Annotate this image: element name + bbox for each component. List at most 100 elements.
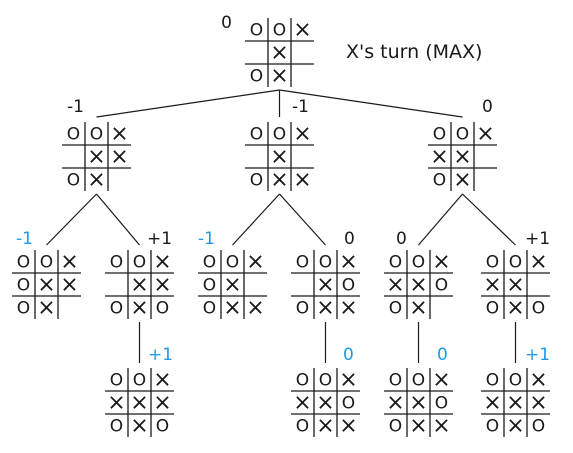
edge-b-b2 xyxy=(279,193,326,246)
o-mark: O xyxy=(203,299,216,319)
o-mark: O xyxy=(110,299,123,319)
score-a: -1 xyxy=(67,97,84,117)
x-mark: × xyxy=(409,391,427,416)
o-mark: O xyxy=(389,371,402,391)
o-mark: O xyxy=(110,417,123,437)
x-mark: × xyxy=(432,414,450,439)
x-mark: × xyxy=(293,391,311,416)
x-mark: × xyxy=(386,273,404,298)
o-mark: O xyxy=(319,371,332,391)
x-mark: × xyxy=(506,414,524,439)
o-mark: O xyxy=(273,125,286,145)
x-mark: × xyxy=(153,391,171,416)
x-mark: × xyxy=(430,145,448,170)
x-mark: × xyxy=(153,273,171,298)
x-mark: × xyxy=(506,296,524,321)
edge-a-a2 xyxy=(96,193,140,246)
o-mark: O xyxy=(435,276,448,296)
score-c2: +1 xyxy=(525,229,550,249)
x-mark: × xyxy=(223,273,241,298)
o-mark: O xyxy=(67,125,80,145)
x-mark: × xyxy=(293,122,311,147)
o-mark: O xyxy=(156,417,169,437)
x-mark: × xyxy=(529,391,547,416)
o-mark: O xyxy=(342,394,355,414)
x-mark: × xyxy=(476,122,494,147)
x-mark: × xyxy=(529,250,547,275)
o-mark: O xyxy=(456,125,469,145)
o-mark: O xyxy=(532,299,545,319)
score-c1: 0 xyxy=(396,229,407,249)
x-mark: × xyxy=(432,368,450,393)
edges-layer xyxy=(46,89,517,363)
turn-label: X's turn (MAX) xyxy=(346,41,482,63)
edge-a-a1 xyxy=(46,193,97,246)
score-b1: -1 xyxy=(198,229,215,249)
x-mark: × xyxy=(506,273,524,298)
x-mark: × xyxy=(130,391,148,416)
o-mark: O xyxy=(319,253,332,273)
x-mark: × xyxy=(316,391,334,416)
o-mark: O xyxy=(156,299,169,319)
o-mark: O xyxy=(133,371,146,391)
o-mark: O xyxy=(203,253,216,273)
o-mark: O xyxy=(509,371,522,391)
x-mark: × xyxy=(246,250,264,275)
o-mark: O xyxy=(110,253,123,273)
o-mark: O xyxy=(509,253,522,273)
o-mark: O xyxy=(273,21,286,41)
o-mark: O xyxy=(250,67,263,87)
x-mark: × xyxy=(153,250,171,275)
o-mark: O xyxy=(296,417,309,437)
o-mark: O xyxy=(389,253,402,273)
x-mark: × xyxy=(270,64,288,89)
o-mark: O xyxy=(296,253,309,273)
o-mark: O xyxy=(296,371,309,391)
o-mark: O xyxy=(203,276,216,296)
edge-root-a xyxy=(96,89,280,118)
x-mark: × xyxy=(293,18,311,43)
x-mark: × xyxy=(339,368,357,393)
x-mark: × xyxy=(453,145,471,170)
x-mark: × xyxy=(130,414,148,439)
o-mark: O xyxy=(486,417,499,437)
x-mark: × xyxy=(386,391,404,416)
x-mark: × xyxy=(483,273,501,298)
score-c1a: 0 xyxy=(437,345,448,365)
score-c2a: +1 xyxy=(525,345,550,365)
x-mark: × xyxy=(60,250,78,275)
score-a2: +1 xyxy=(147,229,172,249)
o-mark: O xyxy=(389,299,402,319)
x-mark: × xyxy=(339,414,357,439)
o-mark: O xyxy=(90,125,103,145)
o-mark: O xyxy=(40,253,53,273)
o-mark: O xyxy=(486,371,499,391)
x-mark: × xyxy=(316,296,334,321)
edge-b-b1 xyxy=(232,193,280,246)
x-mark: × xyxy=(130,296,148,321)
o-mark: O xyxy=(250,21,263,41)
score-root: 0 xyxy=(221,13,232,33)
x-mark: × xyxy=(293,168,311,193)
o-mark: O xyxy=(412,371,425,391)
o-mark: O xyxy=(17,253,30,273)
x-mark: × xyxy=(110,122,128,147)
o-mark: O xyxy=(532,417,545,437)
x-mark: × xyxy=(153,368,171,393)
x-mark: × xyxy=(483,391,501,416)
edge-c-c2 xyxy=(462,193,516,246)
x-mark: × xyxy=(409,414,427,439)
score-a2a: +1 xyxy=(148,345,173,365)
